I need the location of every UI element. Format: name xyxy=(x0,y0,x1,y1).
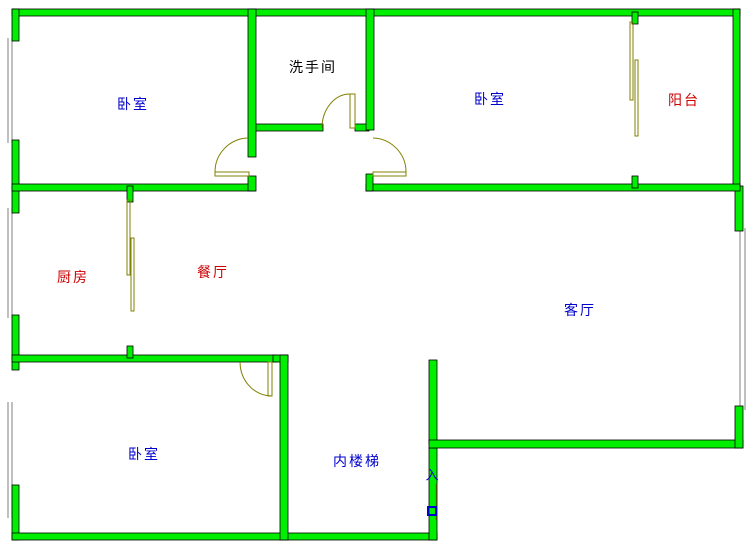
door-swing-arc xyxy=(321,93,351,129)
sliding-door-panel xyxy=(126,199,131,276)
entrance-square-icon xyxy=(427,506,437,516)
door-swing-arc xyxy=(372,137,407,173)
door-swing-arc xyxy=(239,361,273,397)
door-leaf xyxy=(372,171,407,177)
room-label-inner-staircase: 内楼梯 xyxy=(333,454,381,470)
wall-segment xyxy=(247,8,257,158)
wall-segment xyxy=(631,175,639,189)
wall-segment xyxy=(732,8,741,190)
room-label-living-room: 客厅 xyxy=(564,303,596,319)
wall-segment xyxy=(279,354,289,541)
wall-segment xyxy=(11,354,278,363)
doors xyxy=(126,21,639,520)
room-label-balcony: 阳台 xyxy=(668,93,700,109)
walls xyxy=(11,8,744,541)
door-swing-arc xyxy=(214,137,249,173)
room-label-bedroom-bottom-left: 卧室 xyxy=(128,447,160,463)
wall-segment xyxy=(255,123,324,132)
wall-segment xyxy=(247,175,257,192)
wall-segment xyxy=(11,8,20,42)
room-label-bedroom-top-left: 卧室 xyxy=(117,97,149,113)
sliding-door-panel xyxy=(130,237,135,312)
windows xyxy=(7,38,746,518)
sliding-door-panel xyxy=(634,59,639,137)
wall-segment xyxy=(11,314,20,371)
wall-segment xyxy=(734,185,744,232)
room-label-washroom: 洗手间 xyxy=(289,60,337,76)
room-label-dining-room: 餐厅 xyxy=(197,265,229,281)
wall-segment xyxy=(126,345,134,359)
wall-segment xyxy=(428,359,438,445)
wall-segment xyxy=(365,183,741,192)
wall-segment xyxy=(11,183,256,192)
wall-segment xyxy=(428,439,744,449)
room-label-bedroom-top-right: 卧室 xyxy=(474,92,506,108)
entrance-label: 入 xyxy=(425,468,439,484)
door-leaf xyxy=(349,93,356,129)
room-label-kitchen: 厨房 xyxy=(57,270,89,286)
wall-segment xyxy=(365,173,374,192)
wall-segment xyxy=(11,484,20,541)
sliding-door-panel xyxy=(629,21,634,101)
wall-segment xyxy=(11,532,438,541)
door-leaf xyxy=(214,171,250,177)
wall-segment xyxy=(11,8,741,17)
wall-segment xyxy=(11,139,20,214)
wall-segment xyxy=(631,11,639,25)
wall-segment xyxy=(365,8,375,131)
door-leaf xyxy=(267,361,273,397)
wall-segment xyxy=(734,405,744,449)
